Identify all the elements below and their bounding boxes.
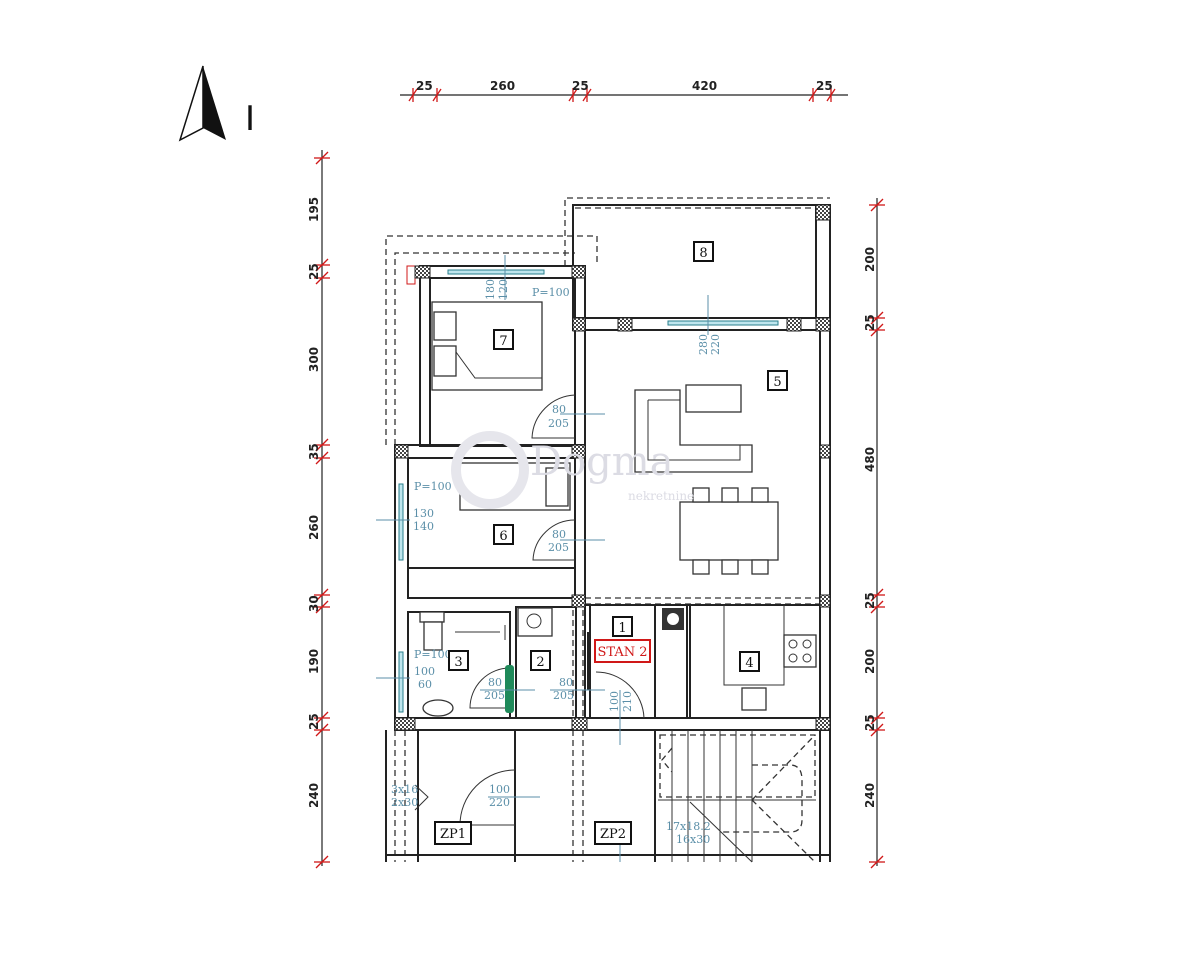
dimensions-right-4: 200: [863, 649, 877, 674]
stove-icon: [783, 634, 817, 668]
annotations-win5_a: 280: [697, 334, 710, 355]
rooms-zp2: ZP2: [600, 827, 626, 842]
rooms-r5: 5: [773, 375, 781, 390]
rooms-r1: 1: [618, 621, 626, 636]
annotations-win3_b: 60: [418, 678, 432, 691]
annotations-door7_a: 80: [552, 403, 566, 416]
walls: [385, 204, 831, 862]
room-label-6: 6: [493, 524, 514, 545]
annotations-stair_b: 16x30: [676, 833, 710, 846]
dimensions-top-3: 420: [692, 79, 717, 93]
rooms-r6: 6: [499, 529, 507, 544]
annotations-doorzp_a: 100: [489, 783, 510, 796]
room-label-1: 1: [612, 616, 633, 637]
dimensions-left-2: 300: [307, 347, 321, 372]
opening-annotations: P=100 180 120 280 220 80 205 P=100 130 1…: [391, 279, 722, 846]
dimensions-top-0: 25: [416, 79, 433, 93]
watermark-logo: Dogma nekretnine: [451, 431, 694, 509]
kitchen-counter: [723, 605, 785, 686]
windows: [376, 255, 779, 713]
annotations-win7_b: 120: [497, 279, 510, 300]
rooms-r8: 8: [699, 246, 707, 261]
annotations-win5_b: 220: [709, 334, 722, 355]
rooms-r2: 2: [536, 655, 544, 670]
annotations-door3_b: 205: [484, 689, 505, 702]
dimensions-right-6: 240: [863, 783, 877, 808]
dimensions-top-1: 260: [490, 79, 515, 93]
dimensions-left-4: 260: [307, 515, 321, 540]
dimensions-left-7: 25: [307, 713, 321, 730]
room-label-zp2: ZP2: [594, 821, 632, 845]
dimensions-right-1: 25: [863, 314, 877, 331]
furniture: [419, 301, 817, 717]
doors: [414, 394, 645, 862]
annotations-stairL_b: 2x30: [391, 796, 418, 809]
rooms-r7: 7: [499, 334, 507, 349]
rooms-r4: 4: [745, 656, 753, 671]
room-labels: 8 7 5 6 3 2 1 STAN 2 4 ZP1 ZP2: [434, 241, 788, 845]
rooms-unit: STAN 2: [597, 645, 647, 660]
annotations-p3: P=100: [414, 648, 452, 661]
north-arrow-icon: I: [178, 65, 255, 142]
annotations-door6_a: 80: [552, 528, 566, 541]
dimensions-top-4: 25: [816, 79, 833, 93]
annotations-door7_b: 205: [548, 417, 569, 430]
room-label-5: 5: [767, 370, 788, 391]
dimensions-right-0: 200: [863, 247, 877, 272]
annotations-door6_b: 205: [548, 541, 569, 554]
rooms-zp1: ZP1: [440, 827, 466, 842]
boiler-icon: [517, 607, 553, 637]
dimensions-right-5: 25: [863, 714, 877, 731]
dimensions-right-3: 25: [863, 592, 877, 609]
dimensions-right-2: 480: [863, 447, 877, 472]
annotations-door2_b: 205: [553, 689, 574, 702]
toilet-icon: [419, 611, 445, 651]
watermark-brand: Dogma: [530, 439, 674, 485]
annotations-door3_a: 80: [488, 676, 502, 689]
kitchen-sink-icon: [741, 687, 767, 711]
sofa-icon: [634, 389, 753, 473]
room-label-8: 8: [693, 241, 714, 262]
watermark-sub: nekretnine: [628, 489, 694, 503]
annotations-door1_a: 100: [608, 691, 621, 712]
dimensions-left-6: 190: [307, 649, 321, 674]
room-label-2: 2: [530, 650, 551, 671]
north-label: I: [245, 99, 255, 139]
annotations-door2_a: 80: [559, 676, 573, 689]
room-label-zp1: ZP1: [434, 821, 472, 845]
annotations-stair_a: 17x18.2: [666, 820, 711, 833]
room-label-4: 4: [739, 651, 760, 672]
room-label-3: 3: [448, 650, 469, 671]
dimensions-left-5: 30: [307, 595, 321, 612]
dimensions-top-2: 25: [572, 79, 589, 93]
dimension-right: 200 25 480 25 200 25 240: [863, 198, 885, 869]
annotations-p6: P=100: [414, 480, 452, 493]
dimension-left: 195 25 300 35 260 30 190 25 240: [307, 150, 330, 869]
dimensions-left-0: 195: [307, 197, 321, 222]
dimension-top: 25 260 25 420 25: [400, 79, 848, 102]
room-label-7: 7: [493, 329, 514, 350]
oven-icon: [662, 608, 684, 630]
rooms-r3: 3: [454, 655, 462, 670]
coffee-table-icon: [685, 384, 742, 413]
shower-tap-icon: [455, 625, 506, 640]
annotations-win3_a: 100: [414, 665, 435, 678]
dining-table-icon: [679, 487, 779, 575]
dimensions-left-8: 240: [307, 783, 321, 808]
annotations-win7_a: 180: [484, 279, 497, 300]
unit-label-stan-2: STAN 2: [594, 639, 651, 663]
sink-icon: [422, 699, 454, 717]
dimensions-left-3: 35: [307, 443, 321, 460]
dimensions-left-1: 25: [307, 263, 321, 280]
annotations-win6_b: 140: [413, 520, 434, 533]
annotations-win6_a: 130: [413, 507, 434, 520]
annotations-p7: P=100: [532, 286, 570, 299]
annotations-door1_b: 210: [621, 691, 634, 712]
annotations-doorzp_b: 220: [489, 796, 510, 809]
annotations-stairL_a: 3x16: [391, 783, 418, 796]
double-bed-icon: [431, 301, 543, 391]
staircase: [658, 730, 816, 863]
